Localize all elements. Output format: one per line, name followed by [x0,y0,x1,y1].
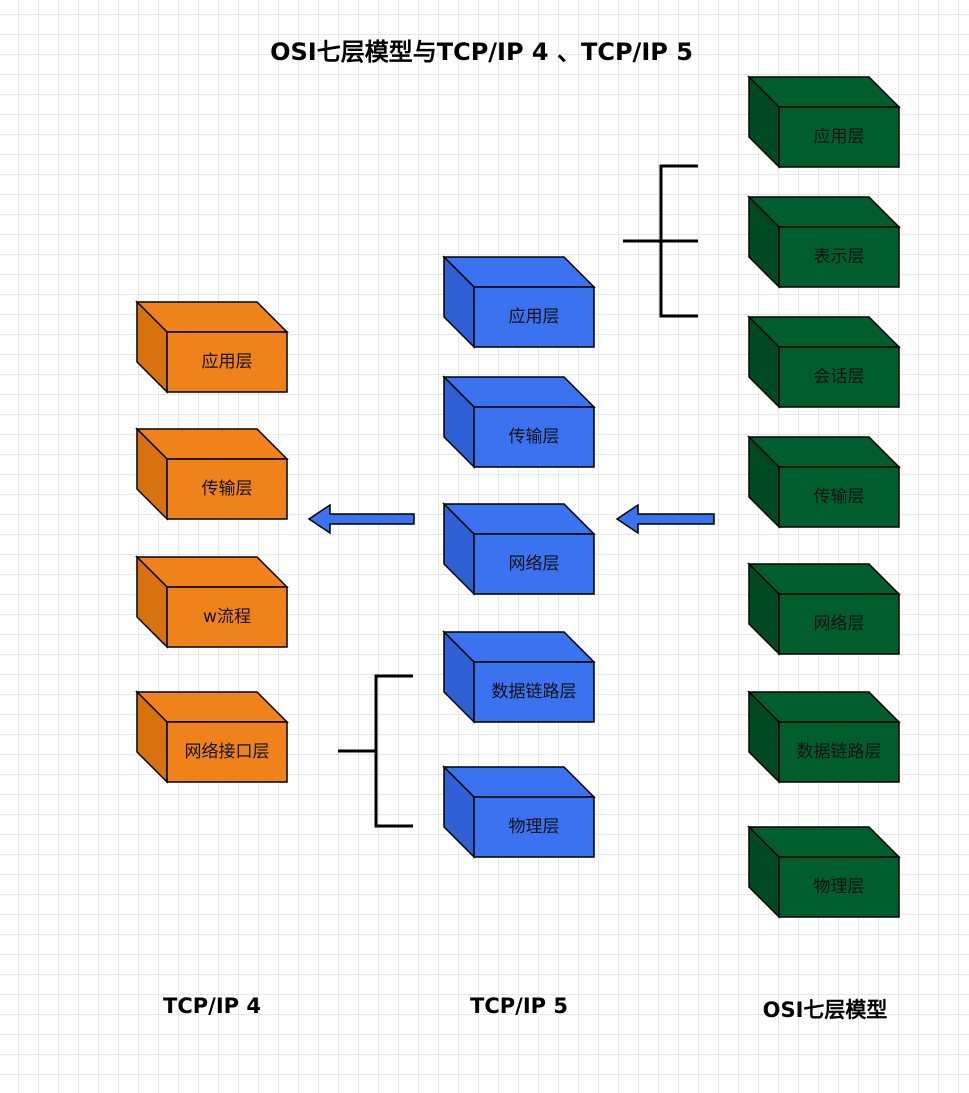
osi-layer-4[interactable]: 传输层 [747,435,901,529]
tcpip4-layer-1[interactable]: 应用层 [135,300,289,394]
tcpip4-layer-3-label: w流程 [203,607,251,627]
osi-layer-5[interactable]: 网络层 [747,562,901,656]
tcpip5-layer-3-front [473,533,595,595]
osi-layer-2-label: 表示层 [814,247,865,267]
arrow-left-icon [307,503,415,535]
osi-layer-6-front [778,721,900,783]
osi-layer-1[interactable]: 应用层 [747,75,901,169]
tcpip4-layer-2-label: 传输层 [202,479,253,499]
tcpip5-layer-5[interactable]: 物理层 [442,765,596,859]
tcpip4-layer-1-label: 应用层 [202,352,253,372]
tcpip5-layer-5-label: 物理层 [509,817,560,837]
osi-layer-2[interactable]: 表示层 [747,195,901,289]
osi-layer-1-front [778,106,900,168]
column-label-tcpip5: TCP/IP 5 [470,994,568,1018]
title: OSI七层模型与TCP/IP 4 、TCP/IP 5 [270,38,693,66]
tcpip5-layer-4-label: 数据链路层 [492,682,577,702]
column-label-osi: OSI七层模型 [762,998,888,1022]
tcpip4-layer-2-front [166,458,288,520]
osi-layer-4-front [778,466,900,528]
osi-layer-7[interactable]: 物理层 [747,825,901,919]
tcpip4-layer-3-front [166,586,288,648]
osi-layer-7-label: 物理层 [814,877,865,897]
osi-layer-6[interactable]: 数据链路层 [747,690,901,784]
tcpip5-layer-4-front [473,661,595,723]
tcpip4-layer-4-label: 网络接口层 [185,742,270,762]
osi-layer-1-label: 应用层 [814,127,865,147]
tcpip5-layer-2-front [473,406,595,468]
column-label-tcpip4: TCP/IP 4 [163,994,261,1018]
tcpip5-layer-3-label: 网络层 [509,554,560,574]
bracket-tcpip5-lower [338,674,413,828]
bracket-osi-upper [623,164,698,318]
tcpip5-layer-4[interactable]: 数据链路层 [442,630,596,724]
tcpip5-layer-1-label: 应用层 [509,307,560,327]
tcpip5-layer-1[interactable]: 应用层 [442,255,596,349]
osi-layer-3[interactable]: 会话层 [747,315,901,409]
tcpip4-layer-4[interactable]: 网络接口层 [135,690,289,784]
osi-layer-7-front [778,856,900,918]
osi-layer-4-label: 传输层 [814,487,865,507]
tcpip4-layer-3[interactable]: w流程 [135,555,289,649]
tcpip4-layer-1-front [166,331,288,393]
osi-layer-2-front [778,226,900,288]
osi-layer-5-label: 网络层 [814,614,865,634]
arrow-left-icon [615,503,715,535]
tcpip5-layer-2[interactable]: 传输层 [442,375,596,469]
osi-layer-5-front [778,593,900,655]
tcpip4-layer-4-front [166,721,288,783]
tcpip5-layer-1-front [473,286,595,348]
tcpip5-layer-3[interactable]: 网络层 [442,502,596,596]
tcpip4-layer-2[interactable]: 传输层 [135,427,289,521]
osi-layer-3-front [778,346,900,408]
tcpip5-layer-2-label: 传输层 [509,427,560,447]
tcpip5-layer-5-front [473,796,595,858]
osi-layer-6-label: 数据链路层 [797,742,882,762]
osi-layer-3-label: 会话层 [814,367,865,387]
